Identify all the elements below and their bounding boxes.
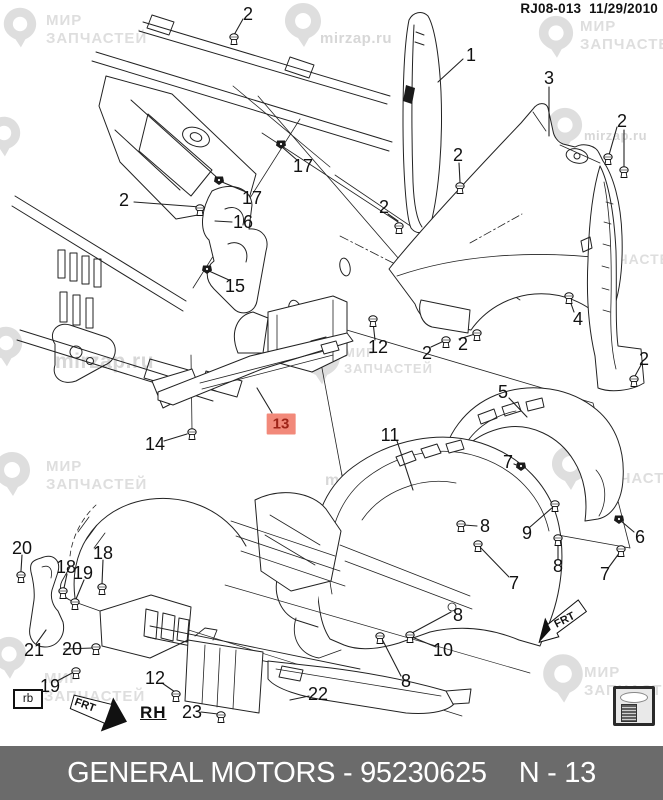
pillar-bracket-art [580, 165, 645, 392]
exploded-parts-drawing: FRT FRT [11, 12, 645, 732]
callout-15[interactable]: 15 [224, 276, 246, 296]
callout-19[interactable]: 19 [39, 676, 61, 696]
callout-18[interactable]: 18 [92, 543, 114, 563]
callout-13[interactable]: 13 [266, 413, 296, 435]
watermark-pin-icon [285, 3, 321, 47]
watermark-pin-icon [543, 654, 583, 703]
callout-7[interactable]: 7 [599, 564, 611, 584]
callout-17[interactable]: 17 [292, 156, 314, 176]
watermark-site-text: mirzap.ru [55, 350, 155, 373]
callout-2[interactable]: 2 [457, 334, 469, 354]
watermark-pin-icon [0, 326, 23, 367]
watermark-pin-icon [0, 452, 30, 496]
part-13-deflector-art [151, 295, 354, 431]
callout-12[interactable]: 12 [144, 668, 166, 688]
part-3-fender-art [388, 103, 623, 334]
watermark-pin-icon [3, 7, 37, 48]
callout-14[interactable]: 14 [144, 434, 166, 454]
callout-20[interactable]: 20 [61, 639, 83, 659]
watermark-site-text: mirzap.ru [320, 30, 393, 47]
watermark-pin-icon [538, 15, 574, 58]
footer-page-ref: N - 13 [518, 756, 596, 789]
callout-12[interactable]: 12 [367, 337, 389, 357]
callout-2[interactable]: 2 [118, 190, 130, 210]
fluid-container-icon [613, 686, 655, 726]
watermark-pin-icon [0, 116, 21, 157]
callout-3[interactable]: 3 [543, 68, 555, 88]
callout-1[interactable]: 1 [465, 45, 477, 65]
callout-21[interactable]: 21 [23, 640, 45, 660]
frt-arrow-left: FRT [69, 694, 127, 732]
callout-2[interactable]: 2 [452, 145, 464, 165]
callout-2[interactable]: 2 [242, 4, 254, 24]
callout-18[interactable]: 18 [55, 557, 77, 577]
callout-11[interactable]: 11 [380, 425, 400, 445]
icon-jug [621, 704, 637, 722]
document-code: RJ08-013 [520, 1, 582, 16]
callout-4[interactable]: 4 [572, 309, 584, 329]
callout-7[interactable]: 7 [502, 452, 514, 472]
callout-17[interactable]: 17 [241, 188, 263, 208]
callout-8[interactable]: 8 [479, 516, 491, 536]
callout-8[interactable]: 8 [552, 556, 564, 576]
callout-2[interactable]: 2 [421, 343, 433, 363]
section-boundary [312, 319, 631, 549]
callout-2[interactable]: 2 [638, 349, 650, 369]
callout-8[interactable]: 8 [400, 671, 412, 691]
callout-19[interactable]: 19 [72, 563, 94, 583]
leader-lines [20, 18, 642, 715]
part-5-liner-art [439, 387, 624, 522]
rh-side-label: RH [140, 703, 167, 722]
footer-title: GENERAL MOTORS - 95230625 [67, 756, 487, 789]
watermark-pin-icon [547, 107, 583, 150]
callout-22[interactable]: 22 [307, 684, 329, 704]
part-16-baffle-art [202, 186, 268, 314]
part-22-guard-art [146, 625, 472, 714]
watermark-pin-icon [0, 636, 27, 679]
callout-8[interactable]: 8 [452, 605, 464, 625]
rb-revision-box: rb [13, 689, 43, 709]
callout-6[interactable]: 6 [634, 527, 646, 547]
document-reference: RJ08-013 11/29/2010 [520, 1, 658, 16]
rh-view-art [29, 492, 531, 717]
watermark-site-text: mirzap.ru [584, 128, 648, 143]
callout-16[interactable]: 16 [232, 212, 254, 232]
icon-oval [620, 692, 648, 703]
callout-5[interactable]: 5 [497, 382, 509, 402]
callout-7[interactable]: 7 [508, 573, 520, 593]
callout-10[interactable]: 10 [432, 640, 454, 660]
callout-23[interactable]: 23 [181, 702, 203, 722]
callout-2[interactable]: 2 [616, 111, 628, 131]
callout-9[interactable]: 9 [521, 523, 533, 543]
callout-2[interactable]: 2 [378, 197, 390, 217]
footer-bar: GENERAL MOTORS - 95230625 N - 13 [0, 746, 663, 800]
callout-20[interactable]: 20 [11, 538, 33, 558]
document-date: 11/29/2010 [589, 1, 658, 16]
